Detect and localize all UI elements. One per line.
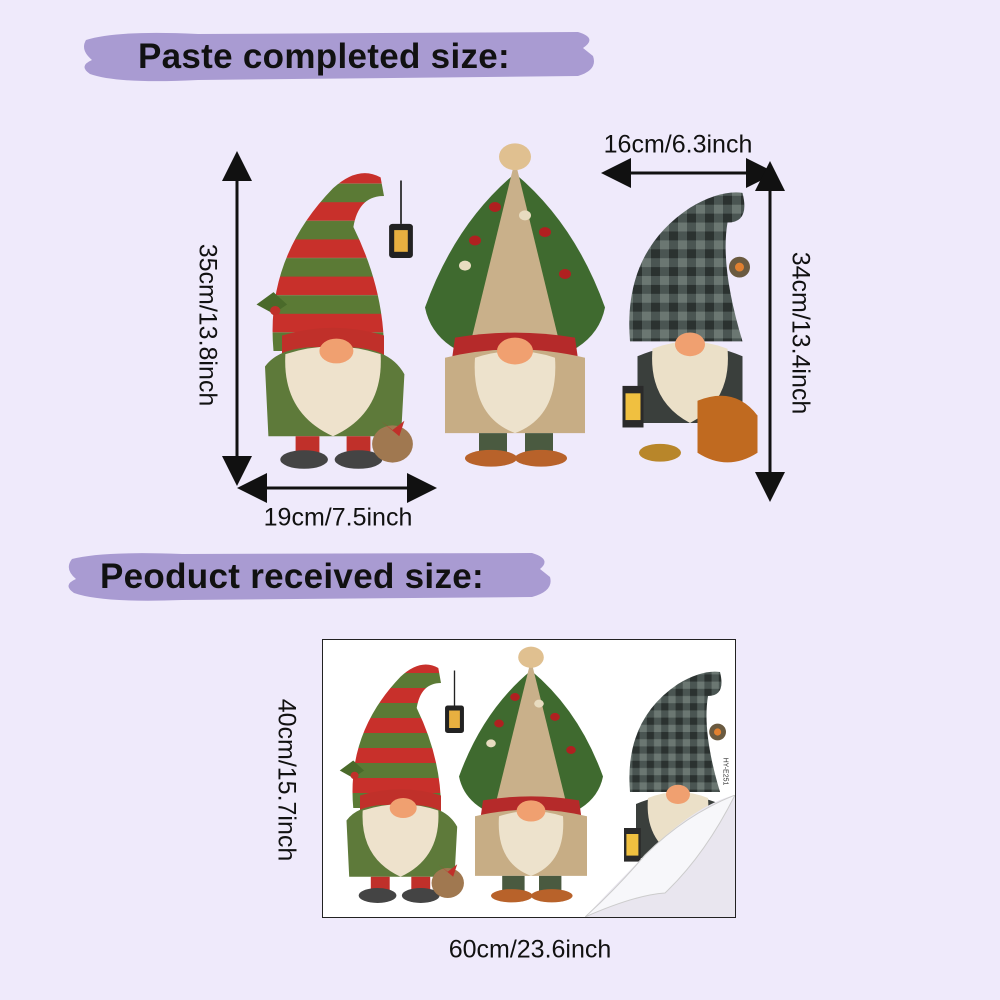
sheet-gnome-tree bbox=[451, 644, 611, 909]
brush-stroke bbox=[84, 32, 594, 82]
label-gnome3-width: 16cm/6.3inch bbox=[603, 130, 753, 159]
label-sheet-height: 40cm/15.7inch bbox=[272, 698, 301, 862]
label-gnome1-height: 35cm/13.8inch bbox=[193, 243, 222, 407]
sheet-gnome-red-green bbox=[333, 658, 468, 908]
heading-banner-received: Peoduct received size: bbox=[62, 547, 552, 605]
label-gnome3-height: 34cm/13.4inch bbox=[786, 251, 815, 415]
gnome-illustration bbox=[425, 143, 605, 467]
gnome-illustration bbox=[459, 646, 603, 903]
heading-completed-size: Paste completed size: bbox=[138, 37, 510, 76]
sticker-sheet: HY-E251 bbox=[322, 639, 736, 918]
gnome-illustration bbox=[256, 173, 413, 469]
gnome-illustration bbox=[622, 192, 758, 463]
gnome-red-green bbox=[248, 165, 418, 475]
label-gnome1-width: 19cm/7.5inch bbox=[263, 503, 413, 532]
gnome-tree bbox=[415, 140, 615, 475]
peeled-corner bbox=[585, 795, 735, 917]
gnome-illustration bbox=[339, 664, 464, 903]
brush-stroke bbox=[68, 553, 551, 601]
heading-banner-completed: Paste completed size: bbox=[78, 26, 598, 86]
heading-received-size: Peoduct received size: bbox=[100, 557, 484, 596]
gnome-plaid bbox=[615, 178, 765, 475]
label-sheet-width: 60cm/23.6inch bbox=[448, 935, 612, 964]
